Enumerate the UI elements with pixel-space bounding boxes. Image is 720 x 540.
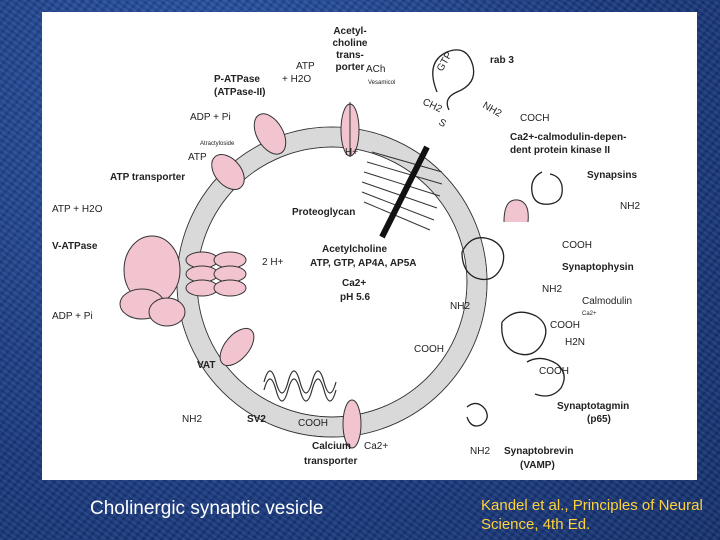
vamp-label: (VAMP) <box>520 460 555 471</box>
h-plus-label: H+ <box>345 147 358 158</box>
vat-cooh-label: COOH <box>414 344 444 355</box>
rab3-label: rab 3 <box>490 55 514 66</box>
svg-text:pH 5.6: pH 5.6 <box>340 292 370 303</box>
ch2-label: CH2 <box>421 97 444 116</box>
two-h-label: 2 H+ <box>262 257 284 268</box>
calcium-label: Calcium <box>312 441 351 452</box>
p65-label: (p65) <box>587 414 611 425</box>
atp-transporter <box>211 154 245 190</box>
mid-nh2-label: NH2 <box>450 301 470 312</box>
vesamicol-label: Vesamicol <box>368 80 395 86</box>
adp-pi-top-label: ADP + Pi <box>190 112 231 123</box>
synaptobrevin-nh2-label: NH2 <box>470 446 490 457</box>
p-atpase-h2o-label: + H2O <box>282 74 311 85</box>
cam-kinase-label-1: Ca2+-calmodulin-depen- <box>510 132 626 143</box>
synapsin <box>503 199 529 223</box>
atp-small-label: ATP <box>188 152 207 163</box>
coch-label: COCH <box>520 113 549 124</box>
vesicle-diagram: Acetyl- choline trans- porter ACh Vesami… <box>52 26 640 471</box>
figure-caption: Cholinergic synaptic vesicle <box>90 498 324 519</box>
atp-transporter-label: ATP transporter <box>110 172 185 183</box>
membrane-band <box>177 127 487 437</box>
p-atpase <box>253 113 287 155</box>
proteoglycan-core <box>379 145 430 239</box>
synaptobrevin-label: Synaptobrevin <box>504 446 573 457</box>
synaptophysin-cooh-label: COOH <box>562 240 592 251</box>
synaptophysin-nh2-label: NH2 <box>542 284 562 295</box>
p-atpase-2-label: (ATPase-II) <box>214 87 266 98</box>
synaptotagmin-label: Synaptotagmin <box>557 401 629 412</box>
synaptotagmin-cooh-label: COOH <box>539 366 569 377</box>
sv2-label: SV2 <box>247 414 266 425</box>
transporter-label: transporter <box>304 456 357 467</box>
v-atpase-atp-label: ATP + H2O <box>52 204 103 215</box>
s-label: S <box>437 117 449 130</box>
vat-protein <box>219 327 255 367</box>
p-atpase-atp-label: ATP <box>296 61 315 72</box>
v-atpase <box>119 235 247 327</box>
svg-text:Acetylcholine: Acetylcholine <box>322 244 387 255</box>
svg-text:porter: porter <box>336 62 365 73</box>
synapsin-nh2-label: NH2 <box>620 201 640 212</box>
synapsins-label: Synapsins <box>587 170 637 181</box>
calmodulin-ca-label: Ca2+ <box>582 311 597 317</box>
calcium-transporter <box>342 399 362 449</box>
vesicle-figure: Acetyl- choline trans- porter ACh Vesami… <box>42 12 697 480</box>
p-atpase-label: P-ATPase <box>214 74 260 85</box>
calmodulin-cooh-label: COOH <box>550 320 580 331</box>
calcium-ion-label: Ca2+ <box>364 441 388 452</box>
v-atpase-label: V-ATPase <box>52 241 98 252</box>
svg-text:choline: choline <box>332 38 367 49</box>
sv2-nh2-label: NH2 <box>182 414 202 425</box>
synaptophysin-label: Synaptophysin <box>562 262 634 273</box>
cam-kinase-label-2: dent protein kinase II <box>510 145 610 156</box>
h2n-label: H2N <box>565 337 585 348</box>
vat-label: VAT <box>197 360 216 371</box>
calmodulin-label: Calmodulin <box>582 296 632 307</box>
sv2-protein <box>263 370 337 402</box>
svg-text:Acetyl-: Acetyl- <box>333 26 366 37</box>
svg-text:Ca2+: Ca2+ <box>342 278 366 289</box>
svg-text:trans-: trans- <box>336 50 364 61</box>
ach-label: ACh <box>366 64 385 75</box>
proteoglycan-label: Proteoglycan <box>292 207 355 218</box>
peripheral-proteins <box>432 49 565 427</box>
svg-text:ATP, GTP, AP4A, AP5A: ATP, GTP, AP4A, AP5A <box>310 258 417 269</box>
lumen-contents: Acetylcholine ATP, GTP, AP4A, AP5A Ca2+ … <box>310 244 417 303</box>
sv2-cooh-label: COOH <box>298 418 328 429</box>
ach-transporter-label: Acetyl- choline trans- porter <box>332 26 367 73</box>
figure-citation: Kandel et al., Principles of Neural Scie… <box>481 497 703 533</box>
rab3-nh2-label: NH2 <box>481 100 504 120</box>
atractyloside-label: Atractyloside <box>200 141 235 147</box>
gtp-label: GTP <box>435 50 455 74</box>
adp-pi-bottom-label: ADP + Pi <box>52 311 93 322</box>
